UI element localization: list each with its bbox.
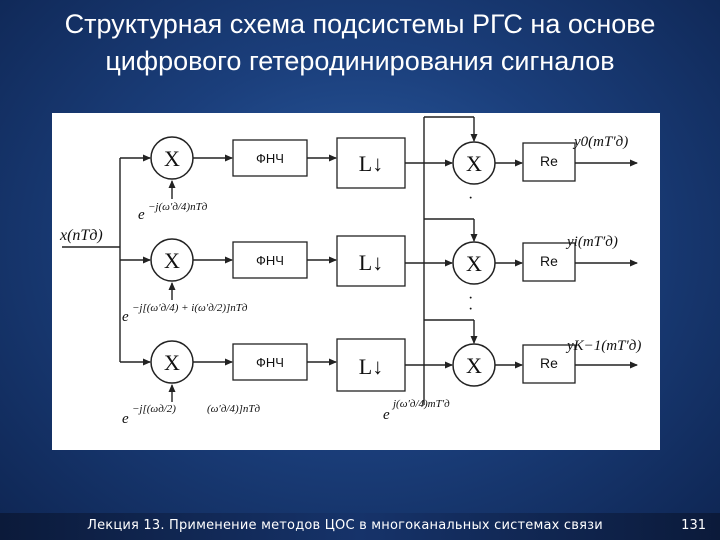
mixer-symbol: X [466,151,482,176]
output-label: yi(mT′д) [565,234,618,250]
mixer-symbol: X [466,353,482,378]
ellipsis-dot: · [468,301,473,318]
ellipsis-dot: · [468,290,473,307]
osc-base: e [138,207,145,223]
slide-title: Структурная схема подсистемы РГС на осно… [0,6,720,80]
decimator-label: L↓ [359,354,383,379]
mixer-symbol: X [466,251,482,276]
osc-exponent: −j[(ω′д/4) + i(ω′д/2)]nTд [132,302,248,314]
osc-exponent: (ω′д/4)]nTд [207,403,261,415]
real-part-label: Re [540,153,558,169]
footer-bar [0,513,720,540]
real-part-block [522,142,576,182]
osc-exponent: −j[(ωд/2) [132,403,176,415]
footer-caption: Лекция 13. Применение методов ЦОС в мног… [87,518,603,533]
input-label: x(nTд) [59,227,103,244]
mixer-symbol: X [164,146,180,171]
decimator-block [336,137,406,189]
title-line-2: цифрового гетеродинирования сигналов [105,46,615,76]
lpf-label: ФНЧ [256,253,284,268]
osc-base: e [122,309,129,325]
block-diagram: x(nTд) X ФНЧ L↓ X Re y0(mT′д) e −j(ω′д/4… [52,113,660,450]
decimator-label: L↓ [359,250,383,275]
decimator-label: L↓ [359,151,383,176]
mixer-symbol: X [164,350,180,375]
decimator-block [336,235,406,287]
osc-exponent: j(ω′д/4)mT′д [391,398,450,410]
osc-base: e [122,411,129,427]
real-part-block [522,242,576,282]
title-line-1: Структурная схема подсистемы РГС на осно… [64,9,656,39]
osc-exponent: −j(ω′д/4)nTд [148,201,208,213]
mixer-symbol: X [164,248,180,273]
osc-base: e [383,407,390,423]
real-part-label: Re [540,253,558,269]
real-part-block [522,344,576,384]
lpf-label: ФНЧ [256,355,284,370]
ellipsis-dot: · [468,190,473,207]
output-label: y0(mT′д) [572,134,628,150]
real-part-label: Re [540,355,558,371]
lpf-block [232,343,308,381]
diagram-canvas: x(nTд) X ФНЧ L↓ X Re y0(mT′д) e −j(ω′д/4… [59,116,641,427]
output-label: yK−1(mT′д) [565,338,641,354]
page-number: 131 [681,518,706,533]
lpf-block [232,241,308,279]
lpf-label: ФНЧ [256,151,284,166]
